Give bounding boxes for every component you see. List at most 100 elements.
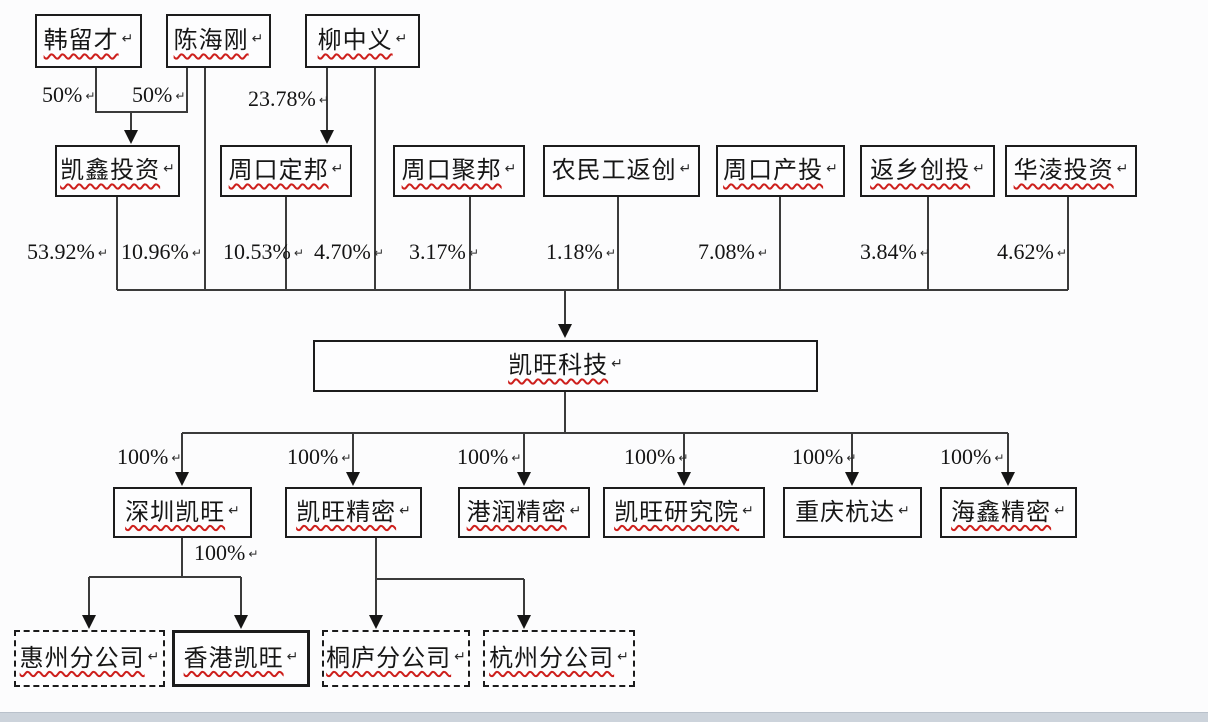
stake-value: 100% [457,444,509,469]
node-label: 返乡创投 [870,158,971,184]
return-mark-icon: ↵ [1054,502,1066,519]
return-mark-icon: ↵ [97,246,108,260]
node-fanxiang-chuangtou: 返乡创投↵ [860,145,995,197]
return-mark-icon: ↵ [293,246,304,260]
stake-label-chantou: 7.08%↵ [698,241,768,263]
node-hongkong-kaiwang: 香港凯旺↵ [172,630,310,687]
return-mark-icon: ↵ [147,648,160,665]
stake-label-chongqing-hangda: 100%↵ [792,446,856,468]
stake-label-kaixin: 53.92%↵ [27,241,108,263]
node-label: 杭州分公司 [489,645,615,672]
return-mark-icon: ↵ [318,93,329,107]
stake-label-han-to-kaixin: 50%↵ [42,84,95,106]
node-label: 农民工返创 [551,158,677,184]
return-mark-icon: ↵ [248,547,259,561]
return-mark-icon: ↵ [569,502,582,519]
stake-value: 7.08% [698,239,755,264]
return-mark-icon: ↵ [341,451,352,465]
stake-value: 3.84% [860,239,917,264]
node-label: 陈海刚 [173,28,249,54]
return-mark-icon: ↵ [395,31,408,47]
stake-label-dingbang: 10.53%↵ [223,241,304,263]
stake-label-gangrun-precision: 100%↵ [457,446,521,468]
stake-label-nongmingong: 1.18%↵ [546,241,616,263]
return-mark-icon: ↵ [757,246,768,260]
stake-label-liu: 4.70%↵ [314,241,384,263]
stake-label-fanxiang: 3.84%↵ [860,241,930,263]
stake-value: 100% [792,444,844,469]
stake-value: 4.70% [314,239,371,264]
node-nongmingong-fanchuang: 农民工返创↵ [543,145,700,197]
stake-value: 4.62% [997,239,1054,264]
return-mark-icon: ↵ [331,161,344,177]
stake-value: 50% [42,82,83,107]
return-mark-icon: ↵ [286,648,299,665]
node-label: 重庆杭达 [795,499,896,526]
return-mark-icon: ↵ [251,31,264,47]
stake-value: 100% [624,444,676,469]
stake-value: 50% [132,82,173,107]
stake-label-shenzhen-kaiwang: 100%↵ [117,446,181,468]
node-zhoukou-dingbang: 周口定邦↵ [220,145,352,197]
return-mark-icon: ↵ [994,451,1005,465]
return-mark-icon: ↵ [1116,161,1129,177]
return-mark-icon: ↵ [468,246,479,260]
return-mark-icon: ↵ [742,502,754,519]
return-mark-icon: ↵ [163,161,175,177]
stake-value: 100% [287,444,339,469]
stake-label-jubang: 3.17%↵ [409,241,479,263]
return-mark-icon: ↵ [898,502,910,519]
node-zhoukou-chantou: 周口产投↵ [716,145,845,197]
return-mark-icon: ↵ [121,31,134,47]
stake-value: 100% [194,540,246,565]
node-label: 港润精密 [466,499,567,526]
return-mark-icon: ↵ [85,89,96,103]
return-mark-icon: ↵ [973,161,985,177]
node-label: 深圳凯旺 [125,499,226,526]
node-kaixin-investment: 凯鑫投资↵ [55,145,180,197]
stake-label-kaiwang-precision: 100%↵ [287,446,351,468]
node-huizhou-branch: 惠州分公司↵ [14,630,165,687]
node-shenzhen-kaiwang: 深圳凯旺↵ [113,487,252,538]
return-mark-icon: ↵ [678,451,689,465]
return-mark-icon: ↵ [511,451,522,465]
node-label: 凯旺科技 [508,353,609,379]
node-label: 海鑫精密 [951,499,1052,526]
node-label: 华淩投资 [1013,158,1114,184]
return-mark-icon: ↵ [399,502,411,519]
node-zhoukou-jubang: 周口聚邦↵ [393,145,525,197]
return-mark-icon: ↵ [679,161,692,177]
node-gangrun-precision: 港润精密↵ [458,487,590,538]
node-label: 韩留才 [43,28,119,54]
node-tonglu-branch: 桐庐分公司↵ [322,630,470,687]
node-label: 凯旺精密 [296,499,397,526]
node-label: 周口产投 [723,158,824,184]
node-haixin-precision: 海鑫精密↵ [940,487,1077,538]
stake-label-liu-to-dingbang: 23.78%↵ [248,88,329,110]
return-mark-icon: ↵ [175,89,186,103]
node-han-liucai: 韩留才↵ [35,14,142,68]
return-mark-icon: ↵ [846,451,857,465]
node-kaiwang-research-institute: 凯旺研究院↵ [603,487,765,538]
return-mark-icon: ↵ [826,161,838,177]
return-mark-icon: ↵ [373,246,384,260]
stake-value: 10.53% [223,239,291,264]
stake-value: 23.78% [248,86,316,111]
return-mark-icon: ↵ [611,356,623,372]
return-mark-icon: ↵ [191,246,202,260]
stake-label-hongkong-kaiwang: 100%↵ [194,542,258,564]
node-label: 桐庐分公司 [326,645,452,672]
stake-label-hualing: 4.62%↵ [997,241,1067,263]
return-mark-icon: ↵ [454,648,466,665]
node-label: 惠州分公司 [19,645,145,672]
stake-label-haixin-precision: 100%↵ [940,446,1004,468]
node-hualing-investment: 华淩投资↵ [1005,145,1137,197]
return-mark-icon: ↵ [504,161,517,177]
stake-label-kaiwang-research: 100%↵ [624,446,688,468]
node-liu-zhongyi: 柳中义↵ [305,14,420,68]
stake-value: 3.17% [409,239,466,264]
node-kaiwang-technology: 凯旺科技↵ [313,340,818,392]
return-mark-icon: ↵ [605,246,616,260]
stake-value: 53.92% [27,239,95,264]
node-kaiwang-precision: 凯旺精密↵ [285,487,422,538]
